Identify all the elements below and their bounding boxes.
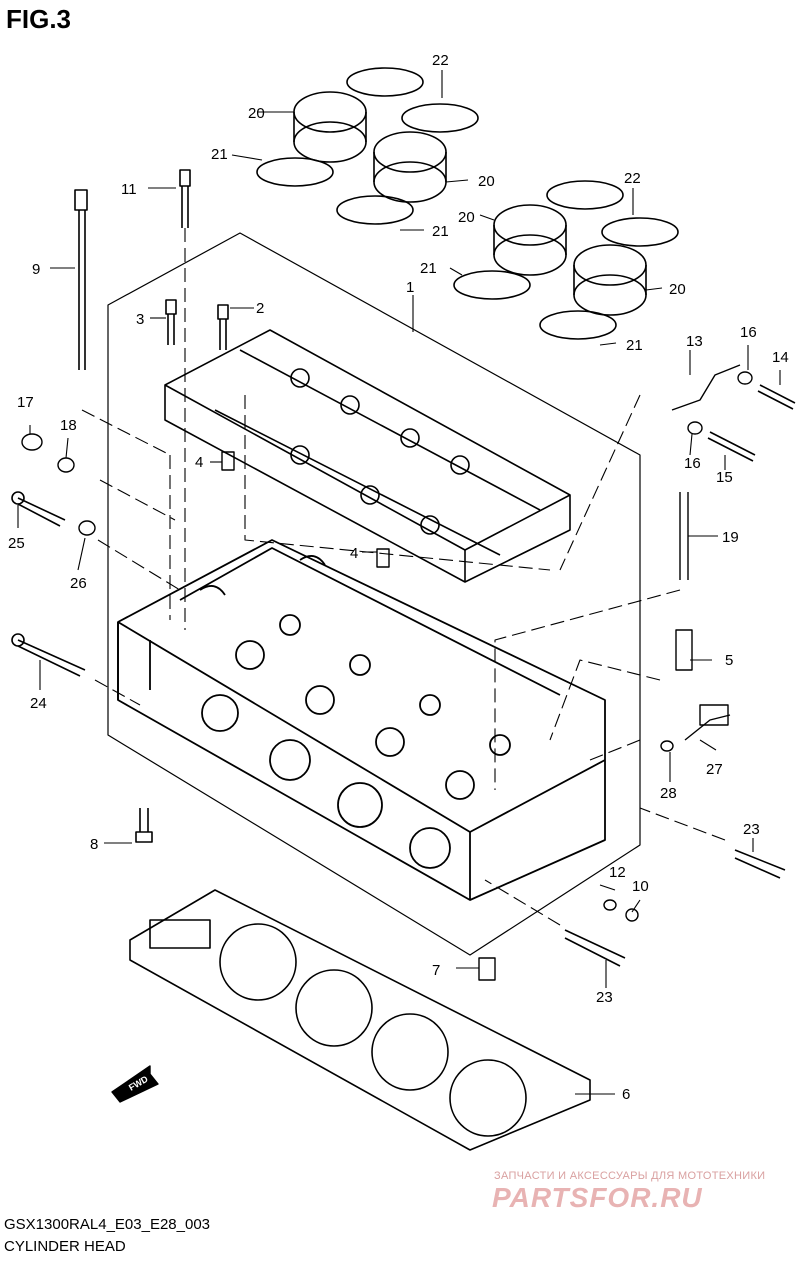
reference-frame <box>107 232 641 956</box>
watermark-logo: PARTSFOR.RU <box>492 1182 703 1213</box>
callout-label: 17 <box>17 394 34 411</box>
callout-label: 5 <box>725 652 733 669</box>
callout-label: 9 <box>32 261 40 278</box>
callout-label: 2 <box>256 300 264 317</box>
callout-labels: 1 2 3 4 4 5 6 7 8 9 10 11 12 13 14 15 16… <box>8 52 789 1103</box>
intake-pipes <box>293 91 647 316</box>
callout-label: 16 <box>684 455 701 472</box>
callout-label: 25 <box>8 535 25 552</box>
callout-label: 26 <box>70 575 87 592</box>
clamps <box>256 67 679 340</box>
callout-label: 23 <box>596 989 613 1006</box>
figure-caption: CYLINDER HEAD <box>4 1238 126 1255</box>
callout-label: 10 <box>632 878 649 895</box>
callout-label: 4 <box>350 545 358 562</box>
fwd-arrow <box>111 1065 159 1103</box>
callout-label: 22 <box>624 170 641 187</box>
callout-label: 14 <box>772 349 789 366</box>
callout-label: 21 <box>420 260 437 277</box>
callout-label: 19 <box>722 529 739 546</box>
callout-label: 4 <box>195 454 203 471</box>
callout-label: 21 <box>211 146 228 163</box>
callout-label: 7 <box>432 962 440 979</box>
callout-label: 1 <box>406 279 414 296</box>
callout-label: 15 <box>716 469 733 486</box>
callout-label: 12 <box>609 864 626 881</box>
camshaft-housing <box>164 329 571 583</box>
callout-label: 21 <box>626 337 643 354</box>
callout-label: 27 <box>706 761 723 778</box>
callout-label: 6 <box>622 1086 630 1103</box>
callout-label: 22 <box>432 52 449 69</box>
cylinder-head <box>117 539 606 901</box>
callout-label: 20 <box>669 281 686 298</box>
callout-label: 3 <box>136 311 144 328</box>
figure-title: FIG.3 <box>6 4 72 34</box>
leader-lines <box>17 70 781 1095</box>
callout-label: 11 <box>121 181 137 198</box>
callout-label: 24 <box>30 695 47 712</box>
bolts <box>11 169 796 967</box>
callout-label: 21 <box>432 223 449 240</box>
head-gasket <box>129 889 591 1151</box>
callout-label: 13 <box>686 333 703 350</box>
callout-label: 20 <box>248 105 265 122</box>
watermark-tagline: ЗАПЧАСТИ И АКСЕССУАРЫ ДЛЯ МОТОТЕХНИКИ <box>494 1170 766 1182</box>
callout-label: 20 <box>458 209 475 226</box>
callout-label: 18 <box>60 417 77 434</box>
callout-label: 23 <box>743 821 760 838</box>
callout-label: 8 <box>90 836 98 853</box>
model-code: GSX1300RAL4_E03_E28_003 <box>4 1216 211 1233</box>
callout-label: 16 <box>740 324 757 341</box>
callout-label: 20 <box>478 173 495 190</box>
callout-label: 28 <box>660 785 677 802</box>
